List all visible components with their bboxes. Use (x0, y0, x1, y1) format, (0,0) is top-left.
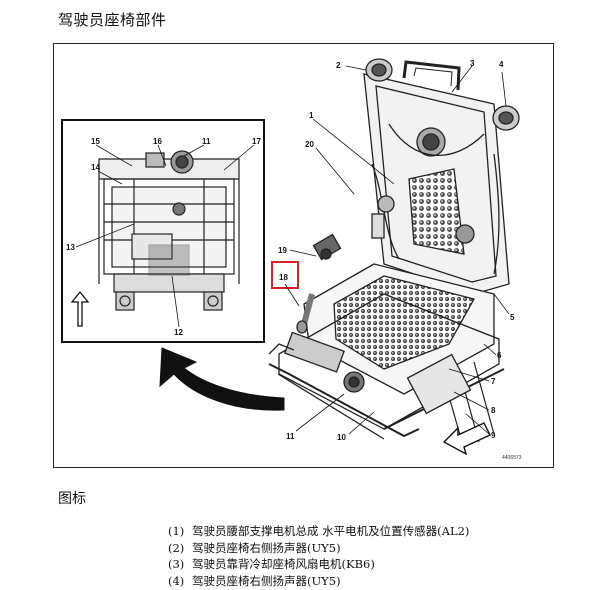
callout-3: 3 (470, 59, 475, 68)
inset-callout-13: 13 (66, 243, 75, 252)
legend-item: (2)驾驶员座椅右侧扬声器(UY5) (168, 540, 341, 555)
callout-6: 6 (497, 351, 502, 360)
callout-20: 20 (305, 140, 314, 149)
seat-components-figure: 15 16 11 17 14 13 12 (53, 43, 554, 468)
legend-item: (4)驾驶员座椅右侧扬声器(UY5) (168, 573, 341, 588)
inset-callout-17: 17 (252, 137, 261, 146)
figure-code: 4406573 (502, 455, 522, 461)
inset-callout-11: 11 (202, 137, 211, 146)
legend-list: (1)驾驶员腰部支撑电机总成 水平电机及位置传感器(AL2) (2)驾驶员座椅右… (168, 523, 469, 589)
front-direction-arrow-icon (442, 422, 491, 456)
page-title: 驾驶员座椅部件 (58, 11, 167, 29)
callout-9: 9 (491, 431, 496, 440)
inset-detail-view: 15 16 11 17 14 13 12 (61, 119, 265, 343)
legend-heading: 图标 (58, 491, 86, 507)
inset-callout-12: 12 (174, 328, 183, 337)
callout-7: 7 (491, 377, 496, 386)
inset-callout-15: 15 (91, 137, 100, 146)
callout-18: 18 (279, 273, 288, 282)
highlight-box (271, 261, 299, 289)
callout-8: 8 (491, 406, 496, 415)
callout-11: 11 (286, 432, 295, 441)
callout-4: 4 (499, 60, 504, 69)
inset-callout-14: 14 (91, 163, 100, 172)
inset-callout-16: 16 (153, 137, 162, 146)
callout-1: 1 (309, 111, 314, 120)
callout-19: 19 (278, 246, 287, 255)
legend-item: (3)驾驶员靠背冷却座椅风扇电机(KB6) (168, 557, 375, 571)
callout-2: 2 (336, 61, 341, 70)
callout-5: 5 (510, 313, 515, 322)
curved-arrow-icon (159, 347, 285, 411)
callout-10: 10 (337, 433, 346, 442)
seat-frame-drawing (268, 58, 520, 450)
seat-illustration: 15 16 11 17 14 13 12 (61, 58, 522, 461)
legend-item: (1)驾驶员腰部支撑电机总成 水平电机及位置传感器(AL2) (168, 524, 470, 538)
